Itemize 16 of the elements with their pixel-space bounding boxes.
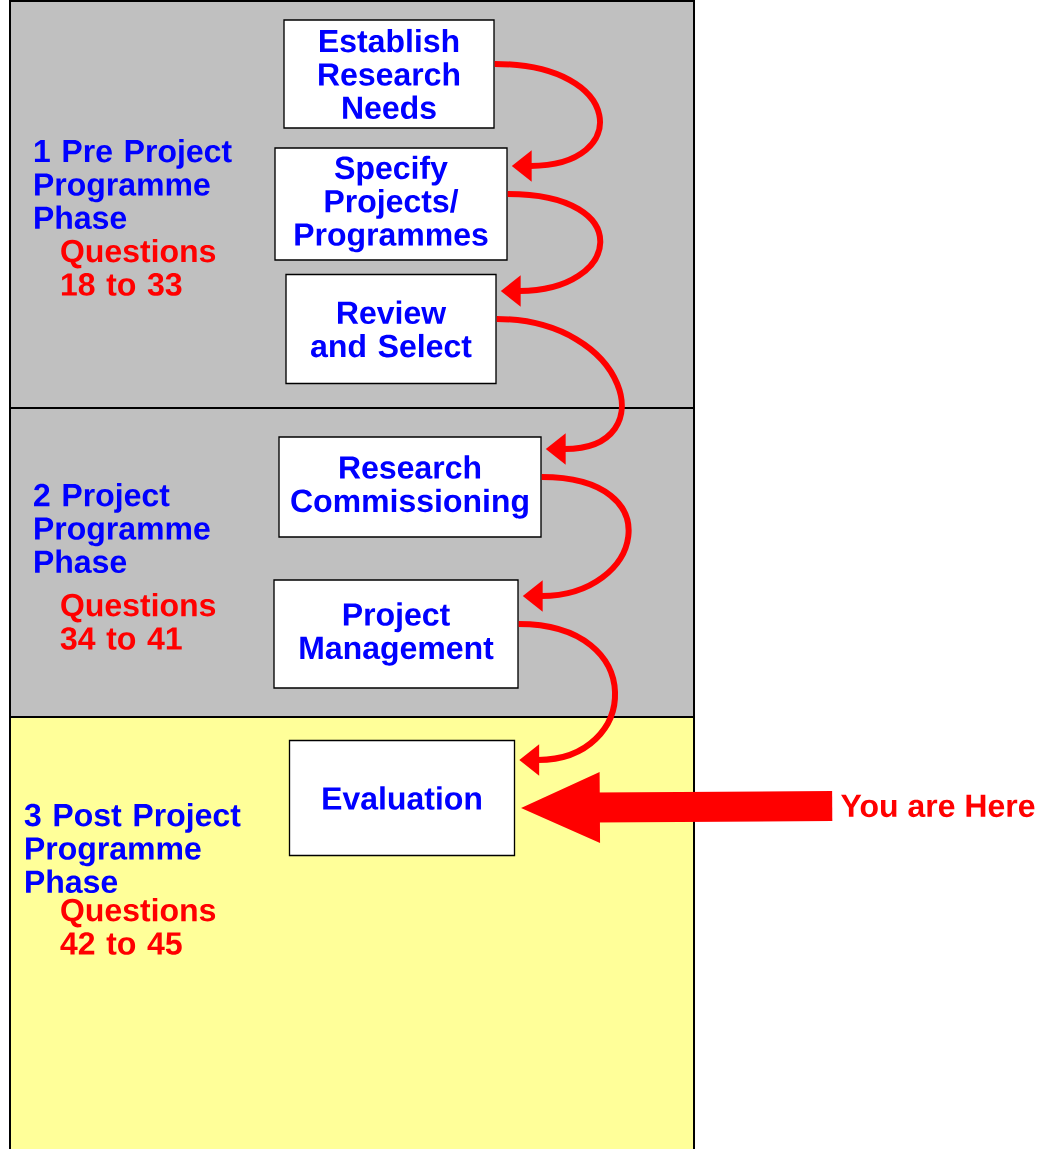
curved-arrow [496, 316, 625, 465]
question-range: Questions 34 to 41 [60, 592, 216, 650]
process-box: Project Management [273, 579, 519, 689]
question-range: Questions 42 to 45 [60, 897, 216, 955]
process-box: Specify Projects/ Programmes [274, 147, 508, 261]
question-range: Questions 18 to 33 [61, 238, 216, 296]
phase-heading: 2 Project Programme Phase [34, 482, 210, 574]
phase-heading: 3 Post Project Programme Phase [24, 802, 241, 894]
phase-heading: 1 Pre Project Programme Phase [34, 138, 232, 230]
curved-arrow [518, 621, 618, 776]
process-box: Review and Select [285, 273, 497, 385]
process-box: Evaluation [288, 739, 516, 857]
callout-text: You are Here [841, 794, 1035, 818]
curved-arrow [494, 61, 603, 182]
process-box: Establish Research Needs [283, 19, 495, 129]
process-box: Research Commissioning [278, 436, 542, 538]
